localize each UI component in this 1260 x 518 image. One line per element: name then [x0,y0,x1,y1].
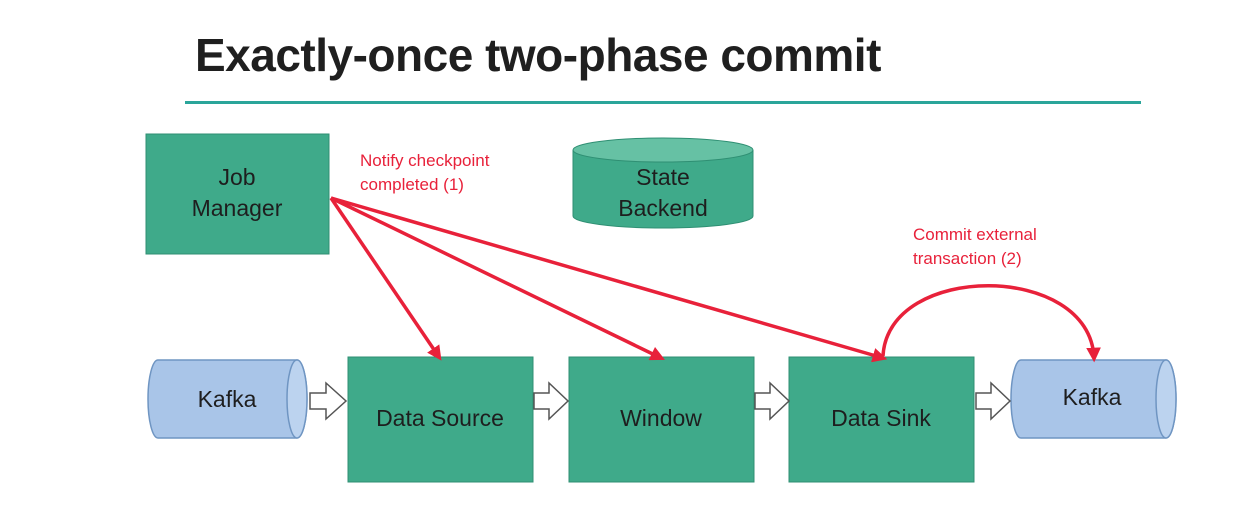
data-sink-node: Data Sink [788,356,975,483]
data-source-node: Data Source [347,356,534,483]
job-manager-label-line1: Job [218,164,255,190]
notify-arrow-to-window [330,196,665,361]
commit-annotation-line1: Commit external [913,225,1037,244]
flow-arrow-kafka-to-source [309,381,348,421]
data-source-label: Data Source [376,405,504,431]
job-manager-label-line2: Manager [192,195,283,221]
kafka-output-label: Kafka [1063,384,1122,410]
commit-annotation-line2: transaction (2) [913,249,1022,268]
flow-arrow-source-to-window [533,381,570,421]
window-node: Window [568,356,755,483]
notify-arrow-to-data-sink [330,196,888,363]
notify-annotation-line2: completed (1) [360,175,464,194]
data-sink-label: Data Sink [831,405,931,431]
kafka-input-node: Kafka [147,359,308,439]
state-backend-label-line2: Backend [618,195,708,221]
notify-annotation-line1: Notify checkpoint [360,151,490,170]
state-backend-node: State Backend [572,137,754,229]
notify-arrow-to-data-source [329,197,442,361]
flow-arrow-sink-to-kafka [975,381,1012,421]
commit-arrow-sink-to-kafka [881,284,1101,363]
kafka-input-label: Kafka [198,386,257,412]
job-manager-node: Job Manager [145,133,330,255]
title-underline [185,101,1141,104]
state-backend-label-line1: State [636,164,690,190]
slide-title: Exactly-once two-phase commit [195,29,881,81]
flow-arrow-window-to-sink [754,381,791,421]
window-label: Window [620,405,702,431]
kafka-output-node: Kafka [1010,359,1177,439]
